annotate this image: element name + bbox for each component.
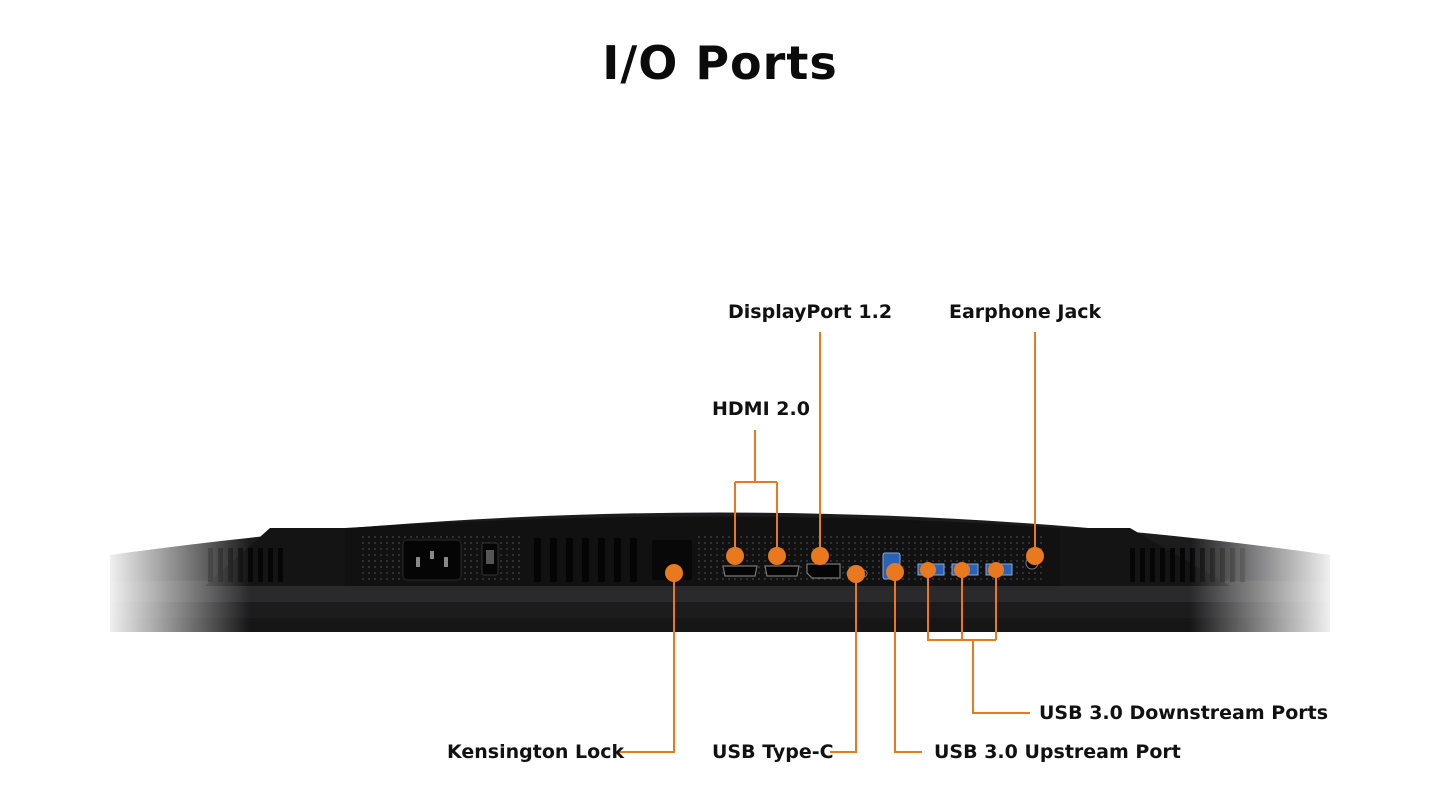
power-inlet-icon [402, 539, 462, 581]
label-usb-downstream: USB 3.0 Downstream Ports [1039, 702, 1329, 724]
callout-lines [618, 332, 1036, 753]
label-usb-upstream: USB 3.0 Upstream Port [934, 741, 1181, 763]
label-earphone-jack: Earphone Jack [949, 301, 1102, 323]
label-kensington-lock: Kensington Lock [447, 741, 625, 763]
page-title: I/O Ports [602, 36, 838, 90]
label-usb-type-c: USB Type-C [712, 741, 834, 763]
hdmi-port-1 [722, 565, 758, 577]
vent-icon [534, 538, 637, 582]
displayport-port [806, 563, 841, 579]
callout-dots [665, 547, 1044, 583]
power-switch-icon [481, 542, 499, 576]
label-displayport: DisplayPort 1.2 [728, 301, 893, 323]
label-hdmi: HDMI 2.0 [712, 398, 810, 420]
hdmi-port-2 [764, 565, 800, 577]
